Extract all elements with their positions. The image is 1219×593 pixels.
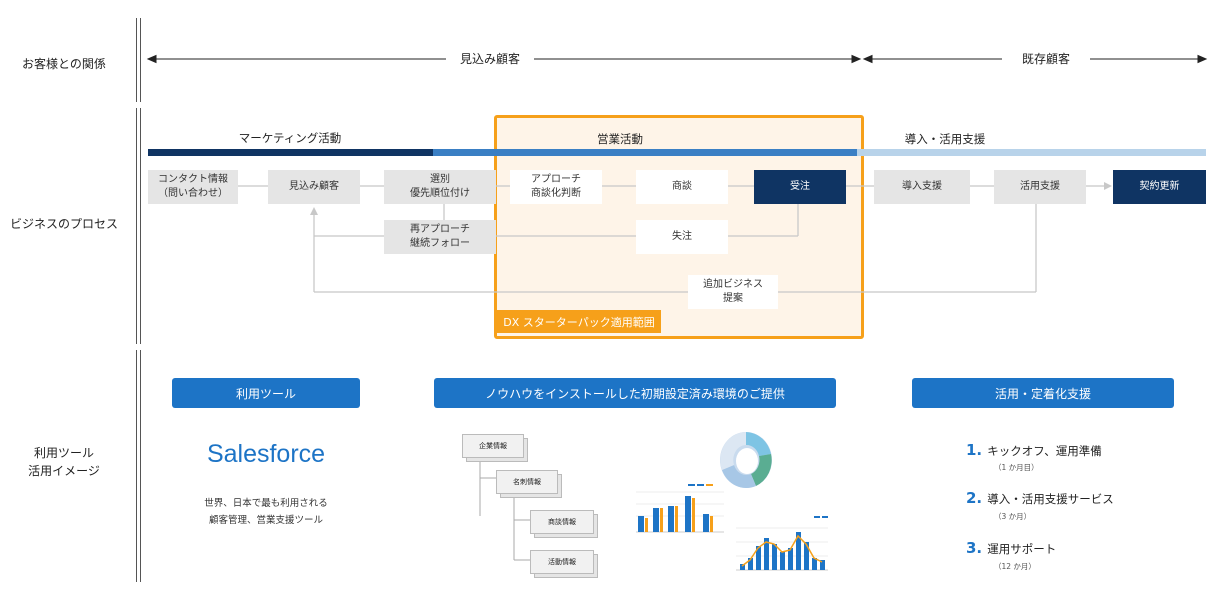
process-connectors [238, 182, 1112, 293]
process-usage-support: 活用支援 [994, 170, 1086, 204]
process-lost: 失注 [636, 220, 728, 254]
section-divider [136, 350, 137, 582]
step-text: 導入・活用支援サービス [987, 492, 1114, 506]
phase-sales: 営業活動 [597, 132, 643, 146]
process-selection: 選別 優先順位付け [384, 170, 496, 204]
row-label-relation: お客様との関係 [22, 57, 106, 71]
step-number: 1. [966, 441, 983, 459]
process-order: 受注 [754, 170, 846, 204]
step-number: 3. [966, 539, 983, 557]
support-header: 活用・定着化支援 [912, 378, 1174, 408]
donut-chart-illustration [720, 432, 772, 489]
row-label-tools: 利用ツール 活用イメージ [28, 446, 100, 478]
combo-chart-illustration [736, 516, 828, 571]
phase-marketing: マーケティング活動 [238, 131, 342, 145]
support-step-2: 2. 導入・活用支援サービス [966, 488, 1114, 507]
hierarchy-item: 名刺情報 [496, 470, 558, 494]
process-additional: 追加ビジネス 提案 [688, 275, 778, 309]
phase-adoption: 導入・活用支援 [904, 132, 986, 146]
support-step-3: 3. 運用サポート [966, 538, 1056, 557]
step-sub: （12 か月） [994, 562, 1036, 571]
bar-chart-illustration [636, 484, 724, 533]
process-approach: アプローチ 商談化判断 [510, 170, 602, 204]
process-reapproach: 再アプローチ 継続フォロー [384, 220, 496, 254]
salesforce-desc: 世界、日本で最も利用される 顧客管理、営業支援ツール [204, 498, 328, 526]
step-text: 運用サポート [987, 542, 1057, 556]
hierarchy-item: 活動情報 [530, 550, 594, 574]
relation-prospect-label: 見込み顧客 [459, 52, 520, 66]
row-label-process: ビジネスのプロセス [9, 217, 118, 231]
process-negotiation: 商談 [636, 170, 728, 204]
step-sub: （3 か月） [994, 512, 1032, 521]
section-divider [140, 108, 141, 344]
step-sub: （1 か月目） [994, 463, 1039, 472]
band-marketing [148, 149, 433, 156]
section-divider [136, 108, 137, 344]
dx-scope-label: DX スターターパック適用範囲 [497, 310, 661, 333]
support-step-1: 1. キックオフ、運用準備 [966, 440, 1102, 459]
process-contact: コンタクト情報 （問い合わせ） [148, 170, 238, 204]
hierarchy-item: 商談情報 [530, 510, 594, 534]
process-renewal: 契約更新 [1113, 170, 1206, 204]
step-text: キックオフ、運用準備 [987, 444, 1102, 458]
section-divider [140, 18, 141, 102]
band-adoption [857, 149, 1206, 156]
salesforce-logo: Salesforce [206, 440, 326, 468]
section-divider [140, 350, 141, 582]
relation-existing-label: 既存顧客 [1021, 52, 1070, 66]
relation-arrows [146, 54, 1208, 64]
band-sales [433, 149, 857, 156]
knowhow-header: ノウハウをインストールした初期設定済み環境のご提供 [434, 378, 836, 408]
tool-header: 利用ツール [172, 378, 360, 408]
section-divider [136, 18, 137, 102]
process-intro-support: 導入支援 [874, 170, 970, 204]
hierarchy-item: 企業情報 [462, 434, 524, 458]
step-number: 2. [966, 489, 983, 507]
process-prospect: 見込み顧客 [268, 170, 360, 204]
hierarchy-connectors [479, 458, 530, 561]
